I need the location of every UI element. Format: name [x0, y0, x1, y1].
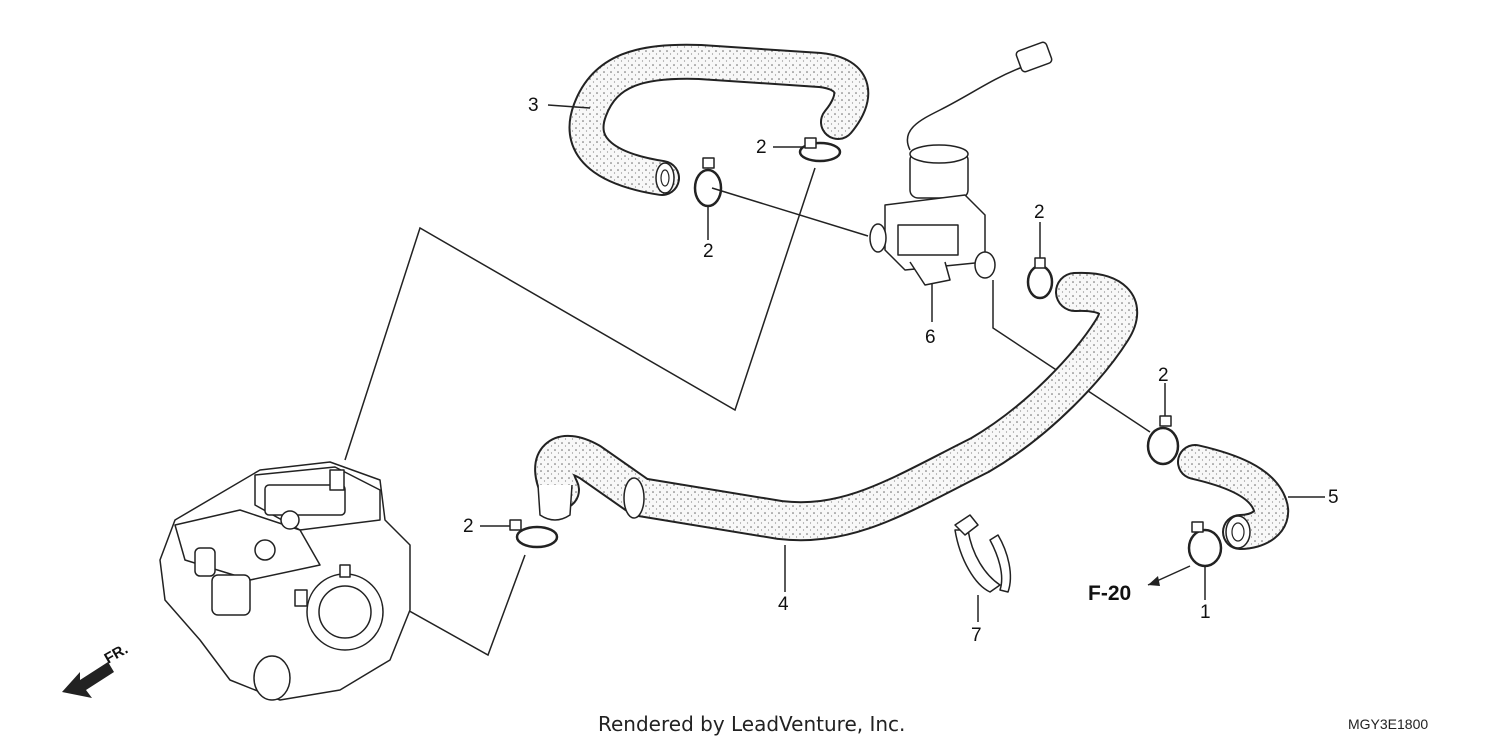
diagram-code: MGY3E1800	[1348, 716, 1429, 732]
callout-2-c: 2	[1034, 202, 1045, 223]
callout-2-d: 2	[1158, 365, 1169, 386]
air-injection-valve-6	[869, 41, 1053, 286]
callout-5: 5	[1328, 487, 1339, 508]
callout-leaders	[480, 104, 1325, 622]
engine-block	[159, 461, 411, 701]
callout-6: 6	[925, 327, 936, 348]
arrow-left-icon	[62, 662, 114, 698]
callout-2-e: 2	[463, 516, 474, 537]
band-clip-7	[954, 514, 1012, 593]
footer-credit: Rendered by LeadVenture, Inc.	[598, 712, 906, 736]
callout-4: 4	[778, 594, 789, 615]
front-direction-arrow: FR.	[62, 641, 131, 698]
callout-1: 1	[1200, 602, 1211, 623]
hose-3	[568, 43, 870, 196]
callout-numbers: 1 2 2 2 2 2 2 3 4 5 6 7 F-20	[463, 95, 1339, 646]
callout-2-b: 2	[703, 241, 714, 262]
reference-label: F-20	[1088, 582, 1131, 605]
clamps	[509, 137, 1223, 568]
callout-3: 3	[528, 95, 539, 116]
hose-4	[534, 271, 1139, 542]
callout-7: 7	[971, 625, 982, 646]
hose-5	[1177, 444, 1289, 550]
callout-2-a: 2	[756, 137, 767, 158]
